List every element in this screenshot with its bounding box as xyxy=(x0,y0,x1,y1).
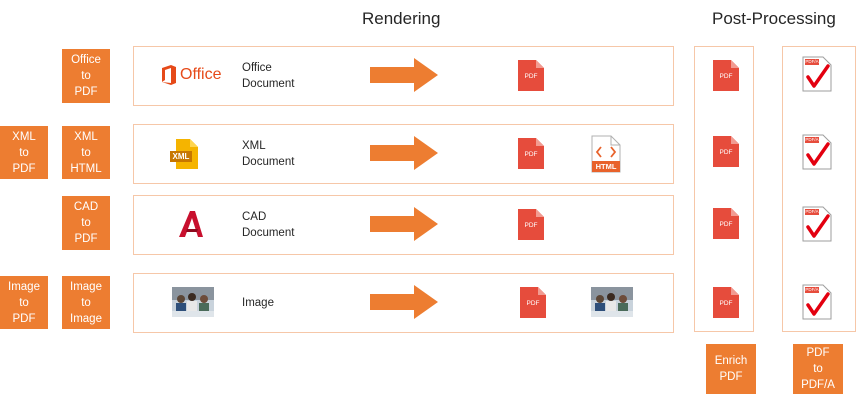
enrich-pdf-icon-1: PDF xyxy=(713,60,739,91)
enrich-pdf-icon-3: PDF xyxy=(713,208,739,239)
pdf-output-icon-office: PDF xyxy=(518,60,544,91)
pdfa-check-icon-4: PDF/A xyxy=(802,284,832,320)
rendering-arrow-office xyxy=(370,58,438,92)
pdf-output-icon-xml: PDF xyxy=(518,138,544,169)
rendering-arrow-xml xyxy=(370,136,438,170)
rendering-arrow-image xyxy=(370,285,438,319)
pdf-output-icon-cad: PDF xyxy=(518,209,544,240)
image-row-label: Image xyxy=(242,297,274,309)
enrich-pdf-icon-2: PDF xyxy=(713,136,739,167)
pdf-output-icon-image: PDF xyxy=(520,287,546,318)
rendering-arrow-cad xyxy=(370,207,438,241)
rendering-header: Rendering xyxy=(362,9,441,28)
html-file-icon: HTML xyxy=(591,135,621,173)
pdfa-check-icon-1: PDF/A xyxy=(802,56,832,92)
pdfa-column xyxy=(782,46,856,332)
pdfa-check-icon-3: PDF/A xyxy=(802,206,832,242)
enrich-pdf-icon-4: PDF xyxy=(713,287,739,318)
enrich-column xyxy=(694,46,754,332)
pdfa-check-icon-2: PDF/A xyxy=(802,134,832,170)
autocad-logo-icon xyxy=(178,210,204,238)
post-processing-header: Post-Processing xyxy=(712,9,836,28)
office-logo-icon: Office xyxy=(160,64,224,86)
team-photo-icon xyxy=(172,287,214,317)
image-output-photo-icon xyxy=(591,287,633,317)
xml-file-icon: XML xyxy=(168,138,200,170)
